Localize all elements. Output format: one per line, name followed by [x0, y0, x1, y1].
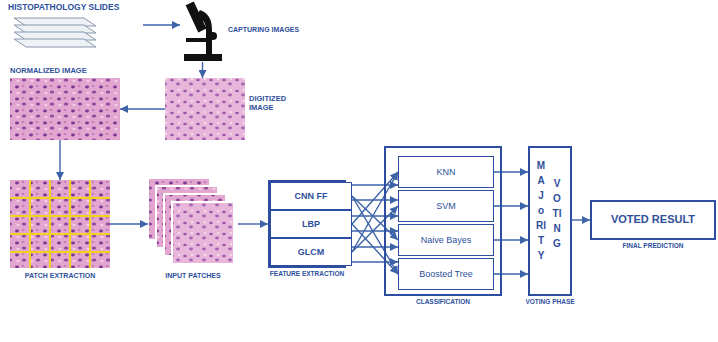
node-label: VOTED RESULT: [592, 213, 714, 226]
node-label: Naive Bayes: [399, 235, 493, 246]
tissue-image: [10, 180, 110, 268]
node-label: FINAL PREDICTION: [623, 242, 684, 250]
node-label: INPUT PATCHES: [165, 272, 220, 280]
process-box: GLCM: [270, 238, 352, 266]
node-label: CNN FF: [271, 191, 351, 202]
flow-arrow: [352, 261, 398, 262]
node-label: MAJoRITY: [536, 158, 546, 263]
flow-arrow: [572, 219, 590, 220]
node-label: DIGITIZED IMAGE: [249, 94, 295, 112]
slide-stack: [14, 18, 96, 47]
node-label: PATCH EXTRACTION: [25, 272, 96, 280]
microscope-icon: [184, 1, 222, 61]
flow-arrow: [352, 224, 398, 274]
flow-arrow: [352, 246, 398, 247]
node-label: Boosted Tree: [399, 269, 493, 280]
stage-box: CLASSIFICATIONKNNSVMNaive BayesBoosted T…: [384, 146, 502, 296]
patch-stack: [148, 178, 234, 264]
flow-arrow: [494, 205, 528, 206]
normalized-image: [10, 78, 120, 140]
node-label: FEATURE EXTRACTION: [270, 270, 344, 278]
patches-figure: INPUT PATCHES: [148, 178, 238, 268]
flow-arrow: [120, 108, 165, 109]
flow-arrow: [352, 196, 398, 274]
flow-arrow: [143, 24, 180, 25]
flow-arrow: [352, 172, 398, 224]
flow-arrow: [494, 171, 528, 172]
node-label: GLCM: [271, 247, 351, 258]
flow-arrow: [352, 172, 398, 252]
grid-lines: [10, 180, 110, 268]
node-label: HISTOPATHOLOGY SLIDES: [8, 2, 119, 12]
microscope-knob: [209, 32, 217, 40]
flow-arrow: [110, 223, 148, 224]
flow-arrow: [352, 199, 398, 200]
classifier-box: Boosted Tree: [398, 258, 494, 290]
flow-arrow: [494, 273, 528, 274]
process-box: CNN FF: [270, 182, 352, 210]
flow-arrow: [352, 196, 398, 240]
flow-arrow: [352, 215, 398, 216]
flow-arrow: [494, 239, 528, 240]
voting-box: MAJoRITYVOTINGVOTING PHASE: [528, 146, 572, 296]
node-label: NORMALIZED IMAGE: [10, 66, 87, 75]
process-box: LBP: [270, 210, 352, 238]
node-label: VOTING: [552, 176, 562, 251]
flow-arrow: [352, 206, 398, 252]
node-label: LBP: [271, 219, 351, 230]
slides-figure: HISTOPATHOLOGY SLIDES: [8, 2, 143, 48]
microscope-tube: [186, 1, 207, 32]
flow-arrow: [59, 140, 60, 180]
node-label: KNN: [399, 167, 493, 178]
image-figure: NORMALIZED IMAGE: [10, 78, 120, 140]
flow-arrow: [202, 62, 203, 78]
result-box: VOTED RESULTFINAL PREDICTION: [590, 200, 716, 240]
microscope-figure: CAPTURING IMAGES: [180, 2, 225, 62]
patch-image: [172, 202, 234, 264]
stage-box: FEATURE EXTRACTIONCNN FFLBPGLCM: [268, 180, 346, 268]
microscope-base: [184, 54, 222, 61]
classifier-box: SVM: [398, 190, 494, 222]
classifier-box: KNN: [398, 156, 494, 188]
microscope-stage: [186, 38, 210, 42]
node-label: CAPTURING IMAGES: [228, 26, 299, 34]
node-label: SVM: [399, 201, 493, 212]
image-figure: DIGITIZED IMAGE: [165, 78, 245, 140]
node-label: VOTING PHASE: [525, 298, 574, 306]
digitized-image: [165, 78, 245, 140]
patch-grid-image: [10, 180, 110, 268]
image-figure: PATCH EXTRACTION: [10, 180, 110, 268]
node-label: CLASSIFICATION: [416, 298, 470, 306]
glass-slide: [14, 39, 96, 47]
flow-arrow: [238, 223, 268, 224]
classifier-box: Naive Bayes: [398, 224, 494, 256]
